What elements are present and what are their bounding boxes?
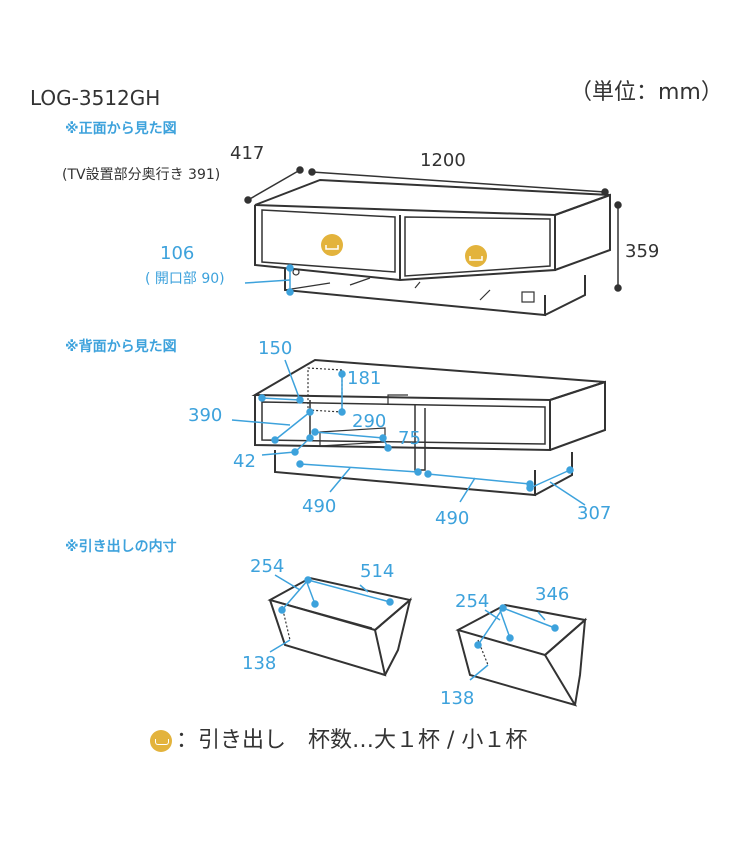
- dim-clearance-note: ( 開口部 90): [145, 271, 225, 287]
- back-dimension-lines: [231, 359, 586, 506]
- dim-height: 359: [625, 241, 660, 262]
- legend: ：引き出し 杯数…大１杯 / 小１杯: [150, 730, 527, 752]
- dim-small-depth: 254: [455, 591, 490, 612]
- dim-clearance: 106: [160, 243, 195, 264]
- dim-390: 390: [188, 405, 223, 426]
- dim-75: 75: [398, 428, 421, 449]
- drawer-handle-icon: [150, 730, 172, 752]
- front-dimension-lines: [244, 166, 622, 292]
- front-view-cabinet: [254, 178, 611, 317]
- dim-490-right: 490: [435, 508, 470, 529]
- drawer-handle-icon: [321, 234, 343, 256]
- dim-small-height: 138: [440, 688, 475, 709]
- dim-181: 181: [347, 368, 382, 389]
- front-handles: [321, 234, 487, 267]
- dim-150: 150: [258, 338, 293, 359]
- legend-text: ：引き出し 杯数…大１杯 / 小１杯: [176, 728, 528, 753]
- small-drawer-dims: [469, 604, 559, 681]
- section-drawer-title: ※引き出しの内寸: [65, 539, 177, 555]
- dim-490-left: 490: [302, 496, 337, 517]
- unit-label: （単位：mm）: [570, 80, 723, 105]
- section-back-title: ※背面から見た図: [65, 339, 177, 355]
- dim-depth-note: (TV設置部分奥行き 391): [62, 167, 221, 183]
- dim-small-width: 346: [535, 584, 570, 605]
- dim-large-height: 138: [242, 653, 277, 674]
- model-number: LOG-3512GH: [30, 86, 161, 110]
- front-clearance-line: [244, 264, 294, 296]
- dim-307: 307: [577, 503, 612, 524]
- large-drawer-dims: [269, 574, 394, 653]
- section-front-title: ※正面から見た図: [65, 121, 177, 137]
- dim-width: 1200: [420, 150, 466, 171]
- drawer-handle-icon: [465, 245, 487, 267]
- small-drawer: [455, 603, 588, 707]
- large-drawer: [267, 576, 413, 677]
- dim-290: 290: [352, 411, 387, 432]
- dim-large-width: 514: [360, 561, 395, 582]
- dim-42: 42: [233, 451, 256, 472]
- dim-large-depth: 254: [250, 556, 285, 577]
- dim-depth: 417: [230, 143, 265, 164]
